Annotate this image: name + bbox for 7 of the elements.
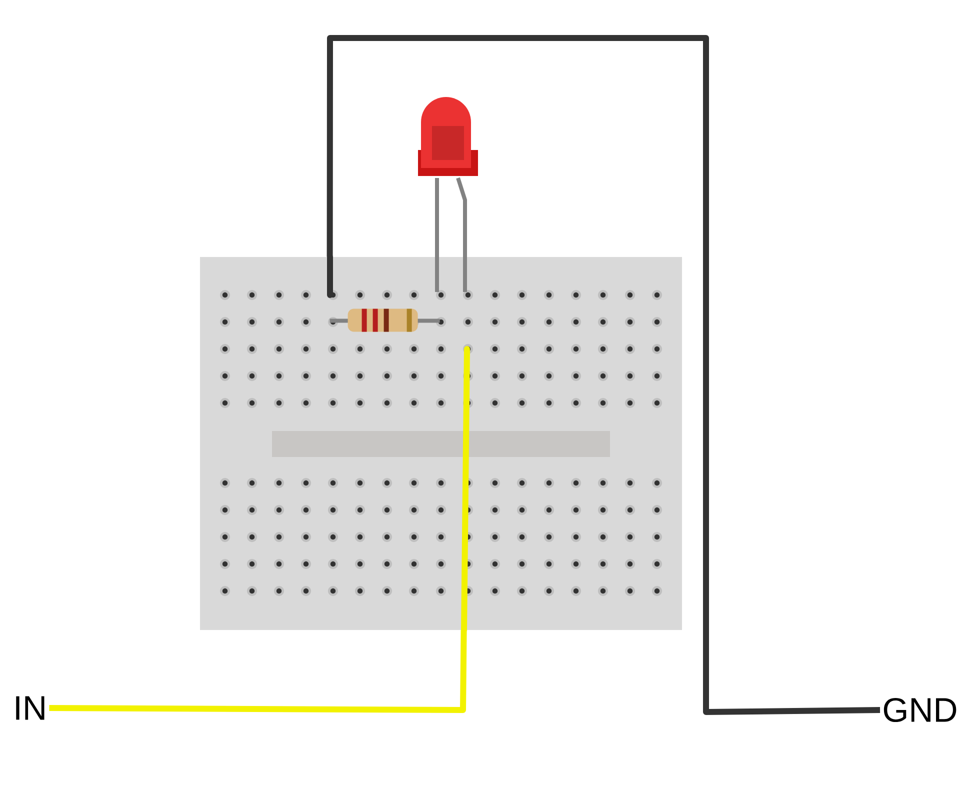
terminal-label: IN <box>16 696 44 720</box>
wire <box>326 35 880 715</box>
terminal-label: GND <box>884 698 956 722</box>
resistor-drawing <box>330 308 440 332</box>
wire <box>49 630 467 713</box>
breadboard-drawing <box>200 254 682 633</box>
led-drawing <box>418 97 478 292</box>
